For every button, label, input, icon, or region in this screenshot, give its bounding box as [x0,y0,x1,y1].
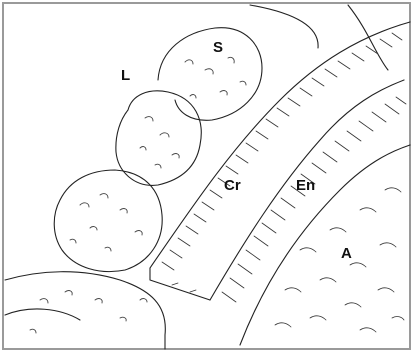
label-cr: Cr [224,177,241,194]
label-s: S [213,39,223,56]
label-en: En [296,177,315,194]
label-a: A [341,245,352,262]
label-l: L [121,67,130,84]
figure-border [3,3,410,349]
